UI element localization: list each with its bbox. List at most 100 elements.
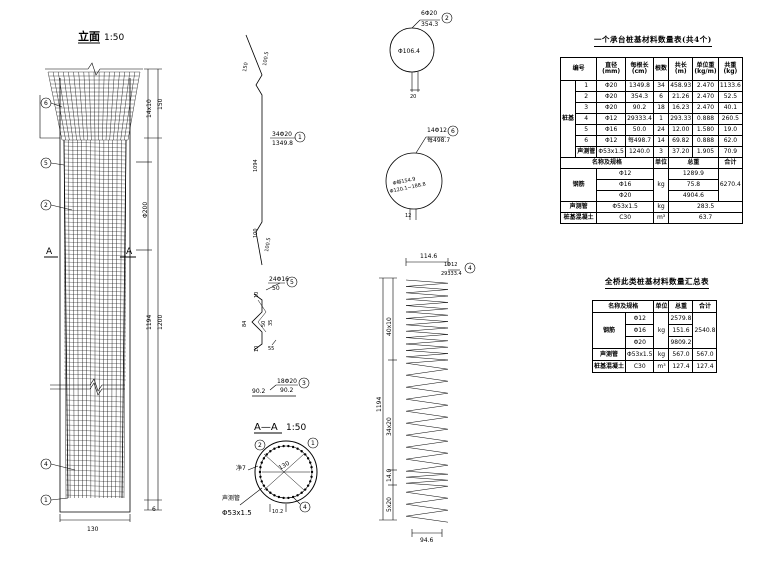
dim-total2: 1200 bbox=[157, 315, 164, 330]
dim-mid: Φ200 bbox=[142, 202, 149, 218]
spiral-label: 1Φ12 bbox=[444, 262, 457, 268]
cage-body bbox=[63, 139, 127, 499]
svg-text:6: 6 bbox=[44, 100, 48, 107]
spiral-top: 114.6 bbox=[420, 253, 437, 260]
table1: 编号 直径 (mm) 每根长 (cm) 根数 共长 (m) 单位重 (kg/m)… bbox=[559, 57, 744, 224]
bar5-d2: 84 bbox=[242, 321, 248, 327]
bar6-len: 每498.7 bbox=[427, 136, 450, 144]
bar5-d5: 35 bbox=[268, 320, 274, 326]
svg-text:4: 4 bbox=[303, 504, 307, 511]
section-gap1: 10.2 bbox=[272, 509, 283, 515]
bar2-len: 354.3 bbox=[421, 21, 438, 28]
dim-width: 130 bbox=[87, 526, 99, 533]
elevation-title: 立面 bbox=[78, 29, 100, 43]
section-tube-spec: Φ53x1.5 bbox=[222, 509, 252, 517]
section-title: A—A bbox=[254, 422, 278, 433]
bar2-label: 6Φ20 bbox=[421, 10, 437, 17]
bar1-label: 34Φ20 bbox=[272, 131, 292, 138]
table2-title: 全桥此类桩基材料数量汇总表 bbox=[605, 276, 709, 289]
table1-header: 编号 bbox=[559, 57, 598, 81]
svg-text:1: 1 bbox=[311, 440, 315, 447]
callout-6: 6 bbox=[40, 97, 63, 109]
bar5-label: 24Φ16 bbox=[269, 276, 289, 283]
spiral-detail: 114.6 94.6 1194 40x10 34x20 14.0 5x20 1Φ… bbox=[376, 253, 476, 544]
table1-header: 共重 (kg) bbox=[717, 57, 744, 81]
svg-text:2: 2 bbox=[445, 15, 449, 22]
dim-spiral-top: 14x10 bbox=[146, 99, 153, 118]
bar1-d3: 1094 bbox=[253, 159, 259, 172]
spiral-seg2: 34x20 bbox=[386, 417, 393, 436]
elevation-scale: 1:50 bbox=[104, 33, 124, 43]
table1-header: 单位重 (kg/m) bbox=[692, 57, 719, 81]
bar6-label: 14Φ12 bbox=[427, 127, 447, 134]
bar1-d2: 100.5 bbox=[262, 51, 270, 66]
table1-header: 直径 (mm) bbox=[596, 57, 626, 81]
dim-bottom: 6 bbox=[152, 506, 156, 513]
bar5-len: 50 bbox=[272, 285, 280, 292]
spiral-len: 29333.4 bbox=[441, 271, 462, 277]
spiral-seg3: 14.0 bbox=[386, 468, 393, 482]
section-aa: A—A 1:50 130 净7 声测管 Φ53x1.5 10.2 2 1 4 bbox=[222, 422, 319, 517]
bar5-d4: 10 bbox=[254, 346, 260, 352]
spiral-bottom: 94.6 bbox=[420, 537, 434, 544]
svg-text:2: 2 bbox=[258, 442, 262, 449]
callout-1: 1 bbox=[40, 494, 69, 506]
svg-text:5: 5 bbox=[290, 279, 294, 286]
table1-header: 根数 bbox=[652, 57, 670, 81]
bar1-d1: 150 bbox=[242, 62, 250, 72]
table1-title: 一个承台桩基材料数量表(共4个) bbox=[594, 34, 712, 47]
spiral-total: 1194 bbox=[376, 397, 383, 412]
bar3-label: 18Φ20 bbox=[277, 378, 297, 385]
table-row: 名称及规格单位总重合计 bbox=[560, 157, 744, 169]
section-mark-right: A bbox=[126, 247, 133, 257]
table-row: 钢筋 Φ12 kg 2579.8 2540.8 bbox=[591, 312, 718, 349]
bar5-d1: 10 bbox=[254, 292, 260, 298]
svg-text:3: 3 bbox=[302, 380, 306, 387]
svg-text:6: 6 bbox=[451, 128, 455, 135]
bar1-d5: 100.5 bbox=[264, 237, 272, 252]
bar3-dim: 90.2 bbox=[252, 388, 266, 395]
section-tube-label: 声测管 bbox=[222, 494, 240, 502]
bar1-detail: 150 100.5 1094 100 100.5 34Φ20 1349.8 1 bbox=[242, 34, 306, 266]
dim-top: 150 bbox=[157, 98, 164, 110]
table1-header: 共长 (m) bbox=[668, 57, 694, 81]
svg-text:4: 4 bbox=[468, 265, 472, 272]
section-mark-left: A bbox=[46, 247, 53, 257]
bar3-detail: 90.2 18Φ20 90.2 3 bbox=[252, 377, 310, 397]
table1-group: 桩基 bbox=[559, 80, 577, 158]
bar6-detail: 12 Φ每154.9 Φ120.1~188.8 14Φ12 每498.7 6 bbox=[385, 125, 459, 220]
svg-text:5: 5 bbox=[44, 160, 48, 167]
callout-5: 5 bbox=[40, 157, 65, 169]
table1-header: 每根长 (cm) bbox=[624, 57, 655, 81]
callout-2: 2 bbox=[40, 199, 73, 211]
bar2-detail: Φ106.4 20 6Φ20 354.3 2 bbox=[389, 10, 453, 100]
bar2-circle: Φ106.4 bbox=[398, 48, 420, 55]
spiral-seg1: 40x10 bbox=[386, 317, 393, 336]
callout-4: 4 bbox=[40, 458, 76, 471]
section-jing: 净7 bbox=[236, 464, 246, 472]
spiral-seg4: 5x20 bbox=[386, 497, 393, 512]
svg-text:2: 2 bbox=[44, 202, 48, 209]
svg-text:1: 1 bbox=[44, 497, 48, 504]
section-dim: 130 bbox=[278, 460, 292, 472]
bar1-len: 1349.8 bbox=[272, 140, 293, 147]
bar3-len: 90.2 bbox=[280, 387, 294, 394]
bar6-gap: 12 bbox=[405, 213, 411, 219]
bar5-d6: 55 bbox=[268, 346, 274, 352]
bar5-detail: 10 84 50 10 35 55 24Φ16 50 5 bbox=[242, 276, 298, 352]
